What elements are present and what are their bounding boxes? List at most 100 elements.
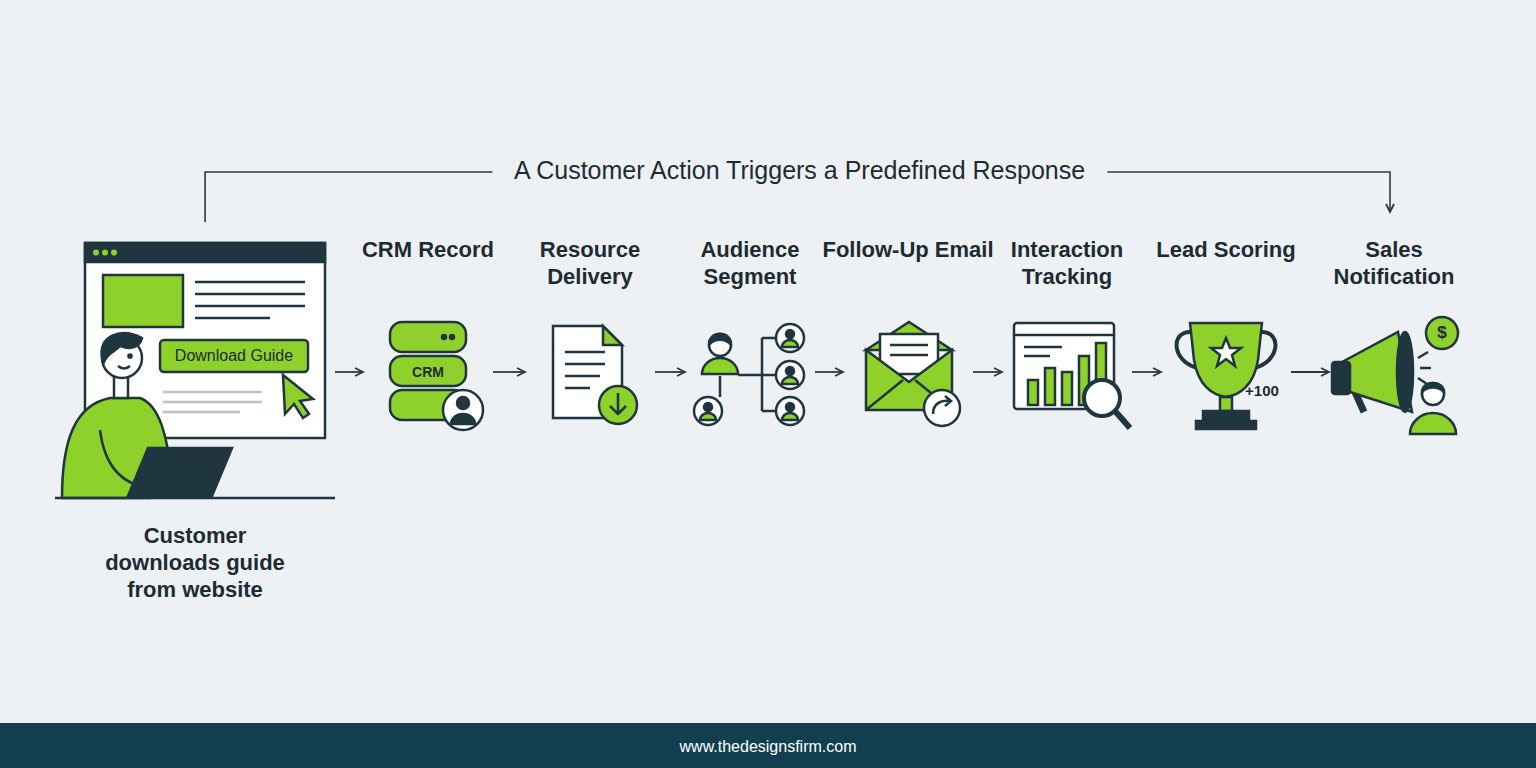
process-step: Resource Delivery [525, 212, 655, 437]
database-icon [442, 335, 446, 339]
flow-title: A Customer Action Triggers a Predefined … [492, 156, 1107, 185]
megaphone-icon [1418, 352, 1431, 384]
score-label: +100 [1245, 382, 1279, 399]
audience-icon [776, 361, 804, 389]
megaphone-icon [1422, 383, 1444, 392]
browser-window [163, 401, 262, 404]
step-heading: Audience Segment [662, 236, 838, 290]
database-icon [390, 322, 466, 352]
audience-icon [762, 374, 776, 377]
footer-band [0, 723, 1536, 768]
audience-icon [702, 358, 738, 374]
browser-window [195, 305, 305, 308]
email-icon [890, 344, 928, 347]
step-heading: CRM Record [340, 236, 516, 263]
tracking-icon [1084, 380, 1120, 416]
email-icon [924, 390, 960, 426]
audience-icon [762, 410, 776, 413]
audience-icon [782, 377, 798, 384]
audience-icon [709, 334, 731, 356]
browser-window [102, 250, 108, 256]
browser-window [93, 250, 99, 256]
megaphone-icon [1397, 332, 1413, 412]
document-icon [610, 393, 626, 414]
process-step: Interaction Tracking [1002, 212, 1132, 437]
megaphone-icon [1332, 317, 1458, 434]
person-figure [102, 333, 142, 362]
trophy-icon [1203, 411, 1249, 421]
flow-arrow [973, 371, 1002, 373]
audience-icon [704, 403, 712, 411]
document-icon [565, 363, 605, 366]
database-label: CRM [412, 364, 444, 380]
database-icon [450, 335, 454, 339]
process-step: CRM Record [363, 212, 493, 437]
document-icon [553, 326, 637, 424]
trophy-icon [1211, 338, 1241, 366]
audience-icon [786, 367, 794, 375]
audience-icon [782, 413, 798, 420]
megaphone-icon [1332, 362, 1350, 394]
browser-window [195, 293, 305, 296]
database-icon [390, 356, 466, 386]
tracking-icon [1096, 343, 1106, 383]
browser-window [160, 340, 308, 372]
audience-icon [782, 340, 798, 347]
process-step: Lead Scoring [1161, 212, 1291, 437]
footer-url: www.thedesignsfirm.com [680, 738, 857, 756]
step-heading: Lead Scoring [1138, 236, 1314, 263]
currency-symbol: $ [1437, 323, 1446, 343]
person-figure [55, 333, 335, 498]
trophy-icon [1220, 397, 1232, 411]
database-icon [457, 397, 469, 409]
trophy-icon [1196, 421, 1256, 429]
step-heading: Follow-Up Email [820, 236, 996, 263]
flow-arrow [1132, 371, 1161, 373]
document-icon [565, 375, 600, 378]
tracking-icon [1045, 368, 1055, 405]
audience-icon [776, 324, 804, 352]
button-label: Download Guide [175, 347, 293, 365]
database-icon [443, 390, 483, 430]
step-heading: Resource Delivery [502, 236, 678, 290]
process-step: Follow-Up Email [843, 212, 973, 437]
audience-icon [762, 337, 776, 340]
browser-window [103, 275, 183, 327]
document-icon [599, 386, 637, 424]
flow-arrow [815, 371, 843, 373]
browser-window [111, 250, 117, 256]
trigger-caption: Customer downloads guide from website [95, 522, 295, 603]
document-icon [565, 351, 605, 354]
audience-icon [700, 413, 716, 420]
audience-icon [786, 330, 794, 338]
megaphone-icon [1426, 317, 1458, 349]
audience-icon [694, 397, 722, 425]
person-figure [118, 366, 130, 369]
email-icon [890, 354, 928, 357]
browser-window [163, 391, 262, 394]
audience-icon [719, 376, 722, 397]
megaphone-icon [1410, 413, 1456, 434]
trophy-icon [1177, 323, 1276, 429]
tracking-icon [1028, 380, 1038, 405]
megaphone-icon [1422, 383, 1444, 405]
document-icon [603, 326, 622, 345]
audience-icon [786, 403, 794, 411]
audience-icon [709, 334, 731, 345]
browser-window [195, 281, 305, 284]
person-figure [55, 497, 335, 500]
person-figure [114, 376, 128, 398]
person-figure [128, 448, 232, 496]
step-heading: Interaction Tracking [979, 236, 1155, 290]
audience-icon [738, 374, 762, 377]
audience-icon [694, 324, 804, 425]
flow-arrow [655, 371, 685, 373]
flow-arrow [1291, 371, 1329, 373]
process-step: Audience Segment [685, 212, 815, 437]
document-icon [565, 387, 590, 390]
tracking-icon [1062, 372, 1072, 405]
browser-window [85, 243, 325, 262]
megaphone-icon [1342, 332, 1412, 412]
